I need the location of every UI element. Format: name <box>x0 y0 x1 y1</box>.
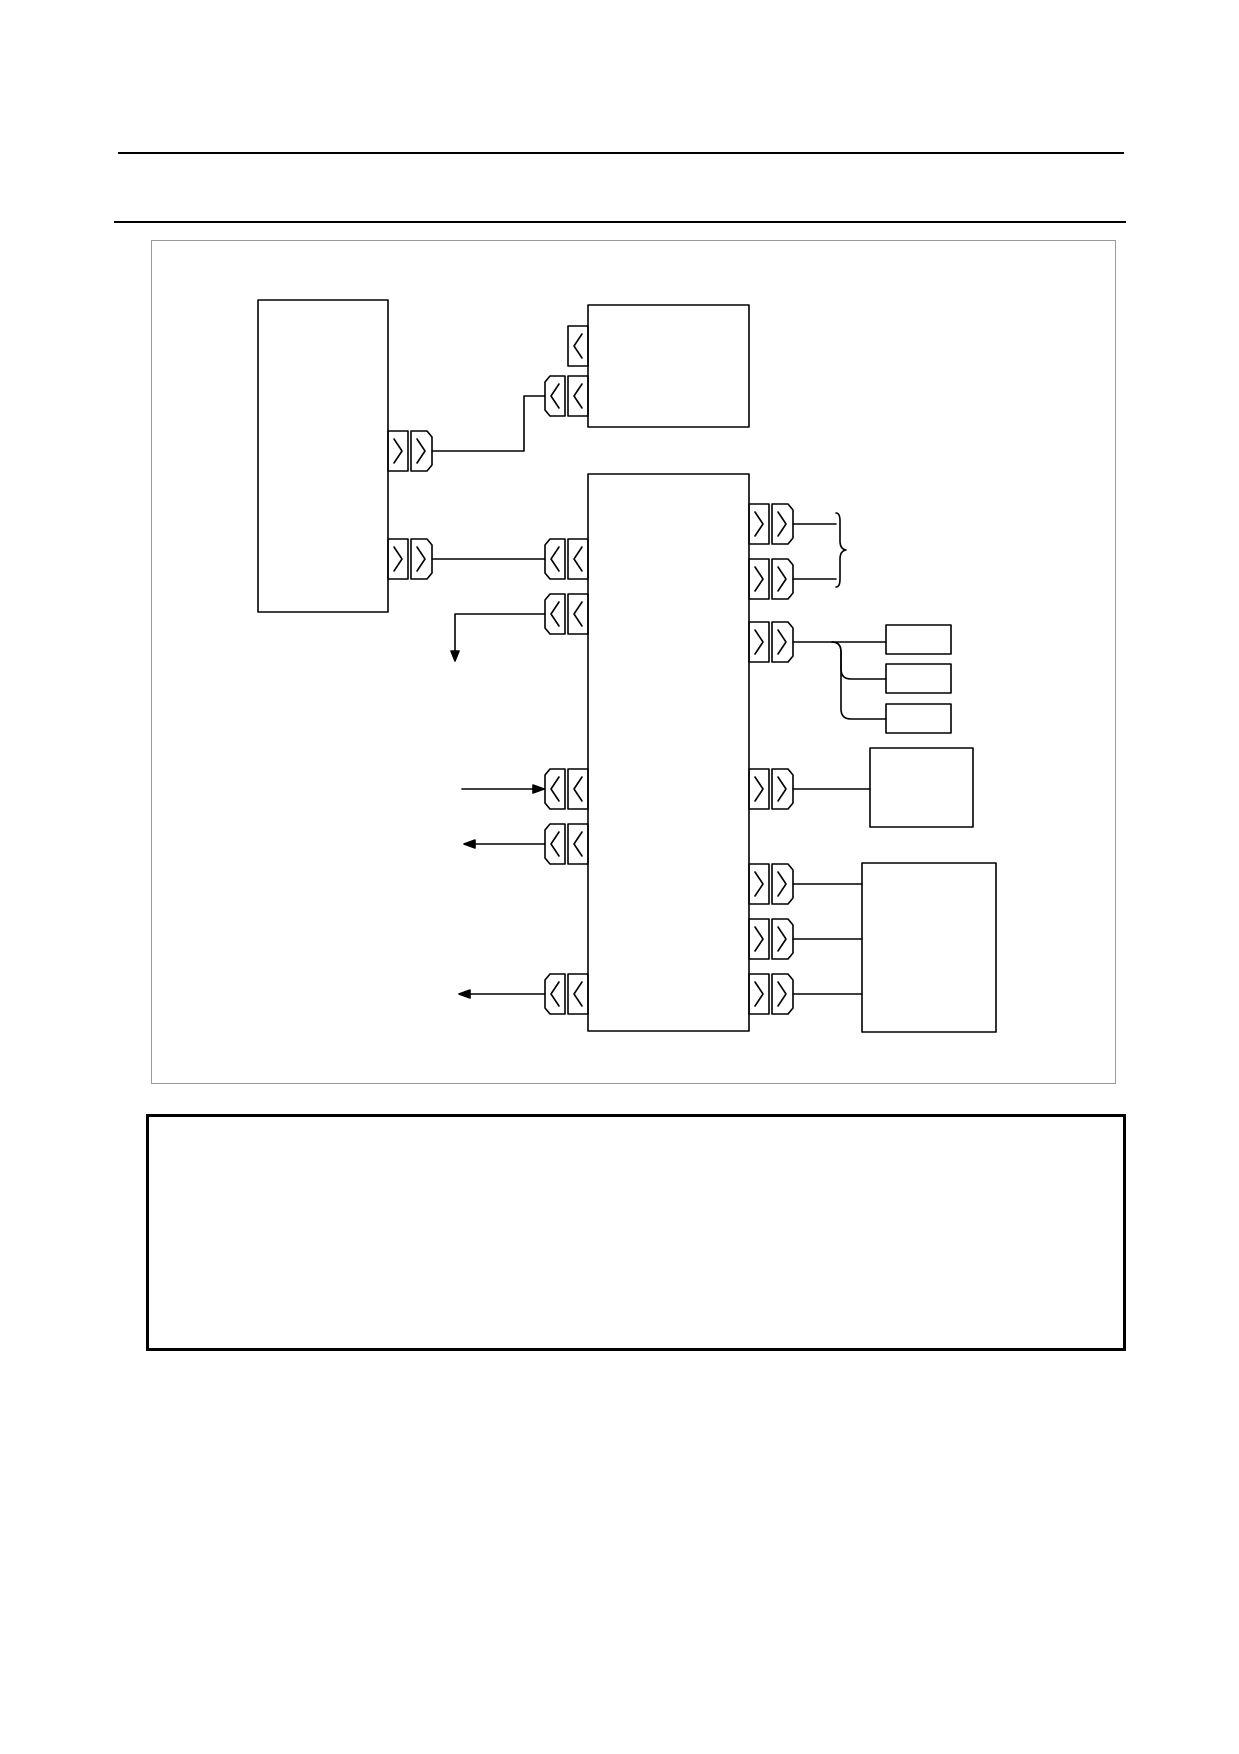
connector-main-right-5 <box>748 863 794 905</box>
connector-left-unit-2 <box>387 538 433 580</box>
right-box-bottom <box>861 862 997 1033</box>
arrow-in <box>461 784 545 794</box>
arrow-out-1 <box>463 839 546 849</box>
connector-main-right-7 <box>748 973 794 1015</box>
arrow-out-2 <box>458 989 546 999</box>
connector-main-left-3 <box>544 768 589 810</box>
small-box-2 <box>885 663 952 694</box>
notes-box <box>146 1114 1126 1351</box>
connector-left-unit-1 <box>387 430 433 472</box>
connector-top-unit-pair <box>544 375 589 417</box>
connector-main-right-4 <box>748 768 794 810</box>
wiring-diagram <box>257 299 997 1033</box>
wires-to-right-box-bottom <box>792 883 863 995</box>
right-box-middle <box>869 747 974 828</box>
small-box-3 <box>885 703 952 734</box>
wire-right-pair <box>792 523 837 580</box>
connector-main-left-5 <box>544 973 589 1015</box>
small-box-1 <box>885 624 952 655</box>
connector-main-right-6 <box>748 918 794 960</box>
connector-main-left-2 <box>544 593 589 635</box>
header-rule-bottom <box>114 221 1126 223</box>
brace-right-pair <box>835 512 847 588</box>
wiring-diagram-frame <box>151 240 1116 1084</box>
connector-main-left-4 <box>544 823 589 865</box>
connector-top-unit-single <box>567 325 589 367</box>
wire-to-small-box-3 <box>831 641 887 720</box>
wire-left-to-top-unit <box>431 395 546 452</box>
top-right-unit <box>587 304 750 428</box>
arrow-down-out <box>450 613 546 662</box>
connector-main-right-2 <box>748 558 794 600</box>
connector-main-right-3 <box>748 621 794 663</box>
connector-main-left-1 <box>544 538 589 580</box>
header-rule-top <box>118 152 1124 154</box>
left-unit <box>257 299 389 613</box>
main-unit <box>587 473 750 1032</box>
page-header <box>0 0 1239 230</box>
connector-main-right-1 <box>748 503 794 545</box>
